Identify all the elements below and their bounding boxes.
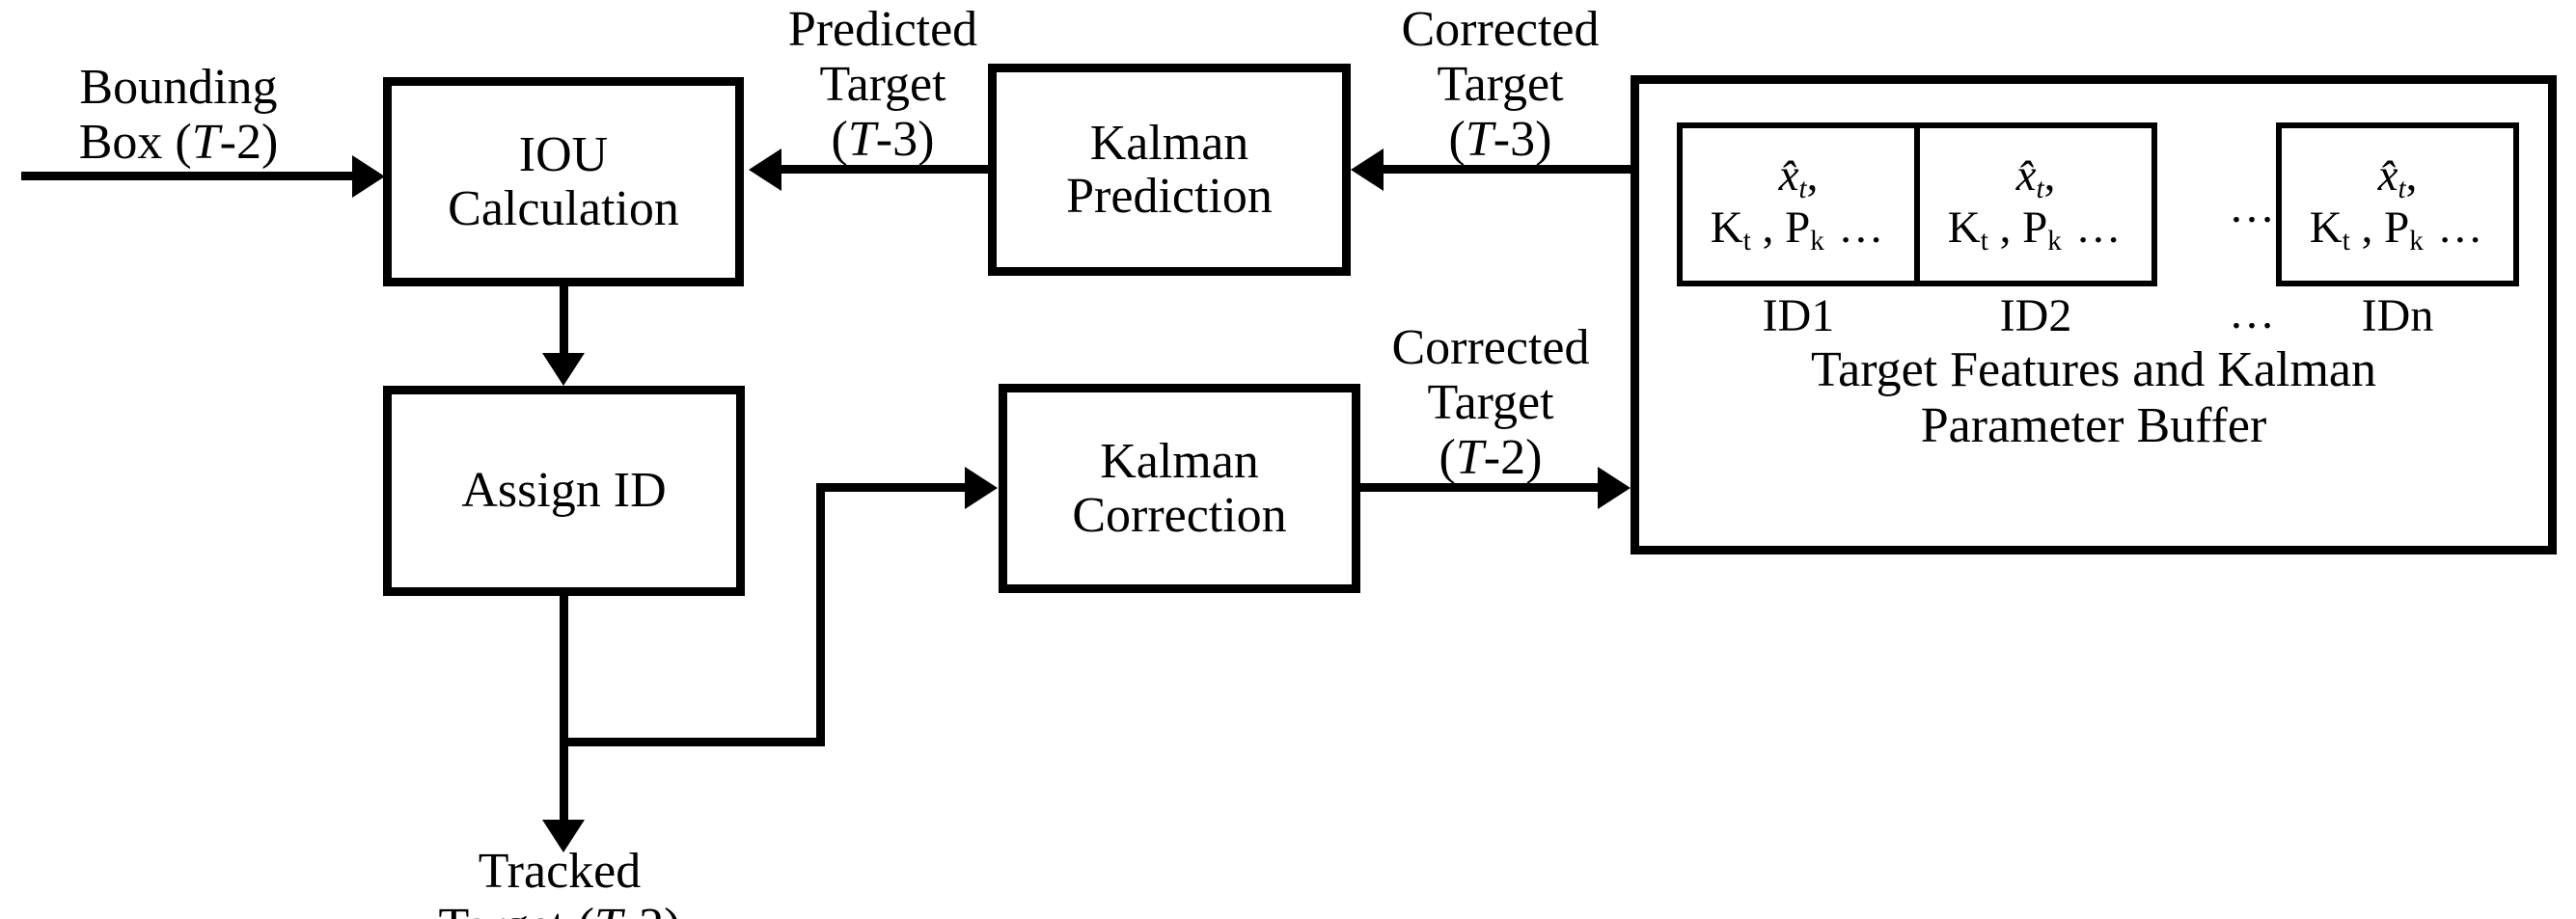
connector-bounding-box-to-iou: [21, 172, 354, 180]
box-kalman-prediction-line2: Prediction: [1066, 169, 1273, 224]
box-kalman-prediction-line1: Kalman: [1089, 115, 1249, 171]
label-corrected-target-t3-line3: (T-3): [1448, 112, 1552, 168]
label-corrected-target-t2-line3: (T-2): [1439, 430, 1543, 486]
label-corrected-target-t3: Corrected Target (T-3): [1380, 2, 1621, 168]
buffer-title-line1: Target Features and Kalman: [1811, 342, 2376, 397]
buffer-label-id2: ID2: [1999, 290, 2072, 341]
connector-correction-to-buffer: [1360, 483, 1602, 492]
buffer-ids-ellipsis: …: [2229, 287, 2275, 338]
connector-iou-to-assign-id: [560, 283, 568, 355]
buffer-cells-ellipsis: …: [2229, 181, 2275, 232]
connector-assign-id-branch-vertical: [816, 483, 825, 746]
box-iou-line2: Calculation: [448, 180, 679, 236]
buffer-title-line2: Parameter Buffer: [1920, 398, 2267, 454]
box-assign-id[interactable]: Assign ID: [383, 386, 745, 596]
buffer-cell-idn-params: Kt , Pk …: [2309, 203, 2486, 257]
arrowhead-tracked-target: [542, 820, 585, 852]
label-predicted-target-line2: Target: [819, 57, 946, 113]
label-tracked-target-line2: Target (T-2): [391, 899, 728, 919]
label-tracked-target: Tracked Target (T-2): [391, 844, 728, 919]
box-kalman-correction-line2: Correction: [1072, 487, 1287, 543]
buffer-cell-id1-params: Kt , Pk …: [1710, 203, 1887, 257]
buffer-cell-id2[interactable]: x̂t, Kt , Pk …: [1914, 122, 2157, 286]
box-kalman-correction[interactable]: Kalman Correction: [999, 384, 1360, 593]
box-iou-line1: IOU: [518, 127, 609, 183]
label-predicted-target-line3: (T-3): [831, 112, 935, 168]
connector-branch-to-correction: [816, 483, 971, 492]
buffer-title: Target Features and Kalman Parameter Buf…: [1639, 342, 2548, 454]
label-predicted-target: Predicted Target (T-3): [762, 2, 1003, 168]
buffer-cell-idn-state: x̂t,: [2377, 149, 2418, 204]
arrowhead-bounding-box-to-iou: [352, 155, 385, 198]
buffer-label-id1: ID1: [1762, 290, 1835, 341]
buffer-label-idn: IDn: [2361, 290, 2434, 341]
label-corrected-target-t3-line2: Target: [1437, 57, 1564, 113]
label-predicted-target-line1: Predicted: [787, 2, 978, 57]
arrowhead-prediction-to-iou: [749, 149, 781, 191]
label-corrected-target-t2-line2: Target: [1427, 375, 1554, 431]
buffer-cell-id2-params: Kt , Pk …: [1947, 203, 2124, 257]
buffer-cell-idn[interactable]: x̂t, Kt , Pk …: [2276, 122, 2519, 286]
label-bounding-box-line1: Bounding: [79, 60, 278, 115]
arrowhead-branch-to-correction: [965, 467, 998, 509]
label-bounding-box-line2: Box (T-2): [78, 115, 279, 171]
box-kalman-correction-line1: Kalman: [1100, 434, 1259, 490]
arrowhead-iou-to-assign-id: [542, 353, 585, 386]
connector-assign-id-branch-horizontal: [560, 738, 825, 746]
buffer-cell-id1[interactable]: x̂t, Kt , Pk …: [1677, 122, 1920, 286]
box-iou-calculation[interactable]: IOU Calculation: [383, 77, 744, 286]
arrowhead-correction-to-buffer: [1598, 467, 1631, 509]
buffer-cell-id2-state: x̂t,: [2015, 149, 2056, 204]
connector-assign-id-to-tracked-target: [560, 738, 568, 824]
label-corrected-target-t2: Corrected Target (T-2): [1370, 320, 1611, 486]
arrowhead-buffer-to-prediction: [1351, 149, 1384, 191]
label-tracked-target-line1: Tracked: [478, 844, 642, 899]
box-kalman-prediction[interactable]: Kalman Prediction: [988, 64, 1351, 276]
connector-buffer-to-prediction: [1384, 165, 1636, 174]
buffer-cell-id1-state: x̂t,: [1778, 149, 1819, 204]
connector-prediction-to-iou: [781, 165, 994, 174]
box-assign-id-line1: Assign ID: [461, 463, 667, 519]
target-feature-kalman-parameter-buffer[interactable]: x̂t, Kt , Pk … x̂t, Kt , Pk … … x̂t, Kt …: [1631, 75, 2557, 554]
connector-assign-id-stem: [560, 592, 568, 746]
label-corrected-target-t2-line1: Corrected: [1391, 320, 1590, 375]
label-bounding-box: Bounding Box (T-2): [10, 60, 347, 170]
label-corrected-target-t3-line1: Corrected: [1401, 2, 1600, 57]
